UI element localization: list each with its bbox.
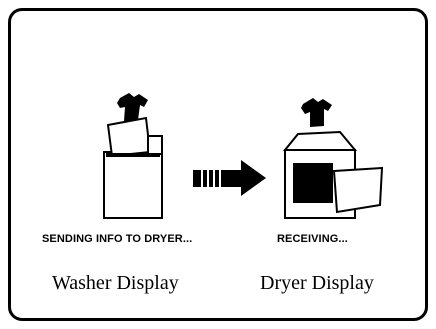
washer-with-shirt-icon [104, 93, 162, 218]
dryer-with-shirt-icon [285, 98, 382, 218]
washer-status-text: SENDING INFO TO DRYER... [42, 233, 192, 245]
dryer-status-text: RECEIVING... [277, 233, 348, 245]
washer-display-caption: Washer Display [52, 272, 179, 295]
transfer-arrow-icon [193, 160, 266, 196]
dryer-display-caption: Dryer Display [260, 272, 374, 295]
